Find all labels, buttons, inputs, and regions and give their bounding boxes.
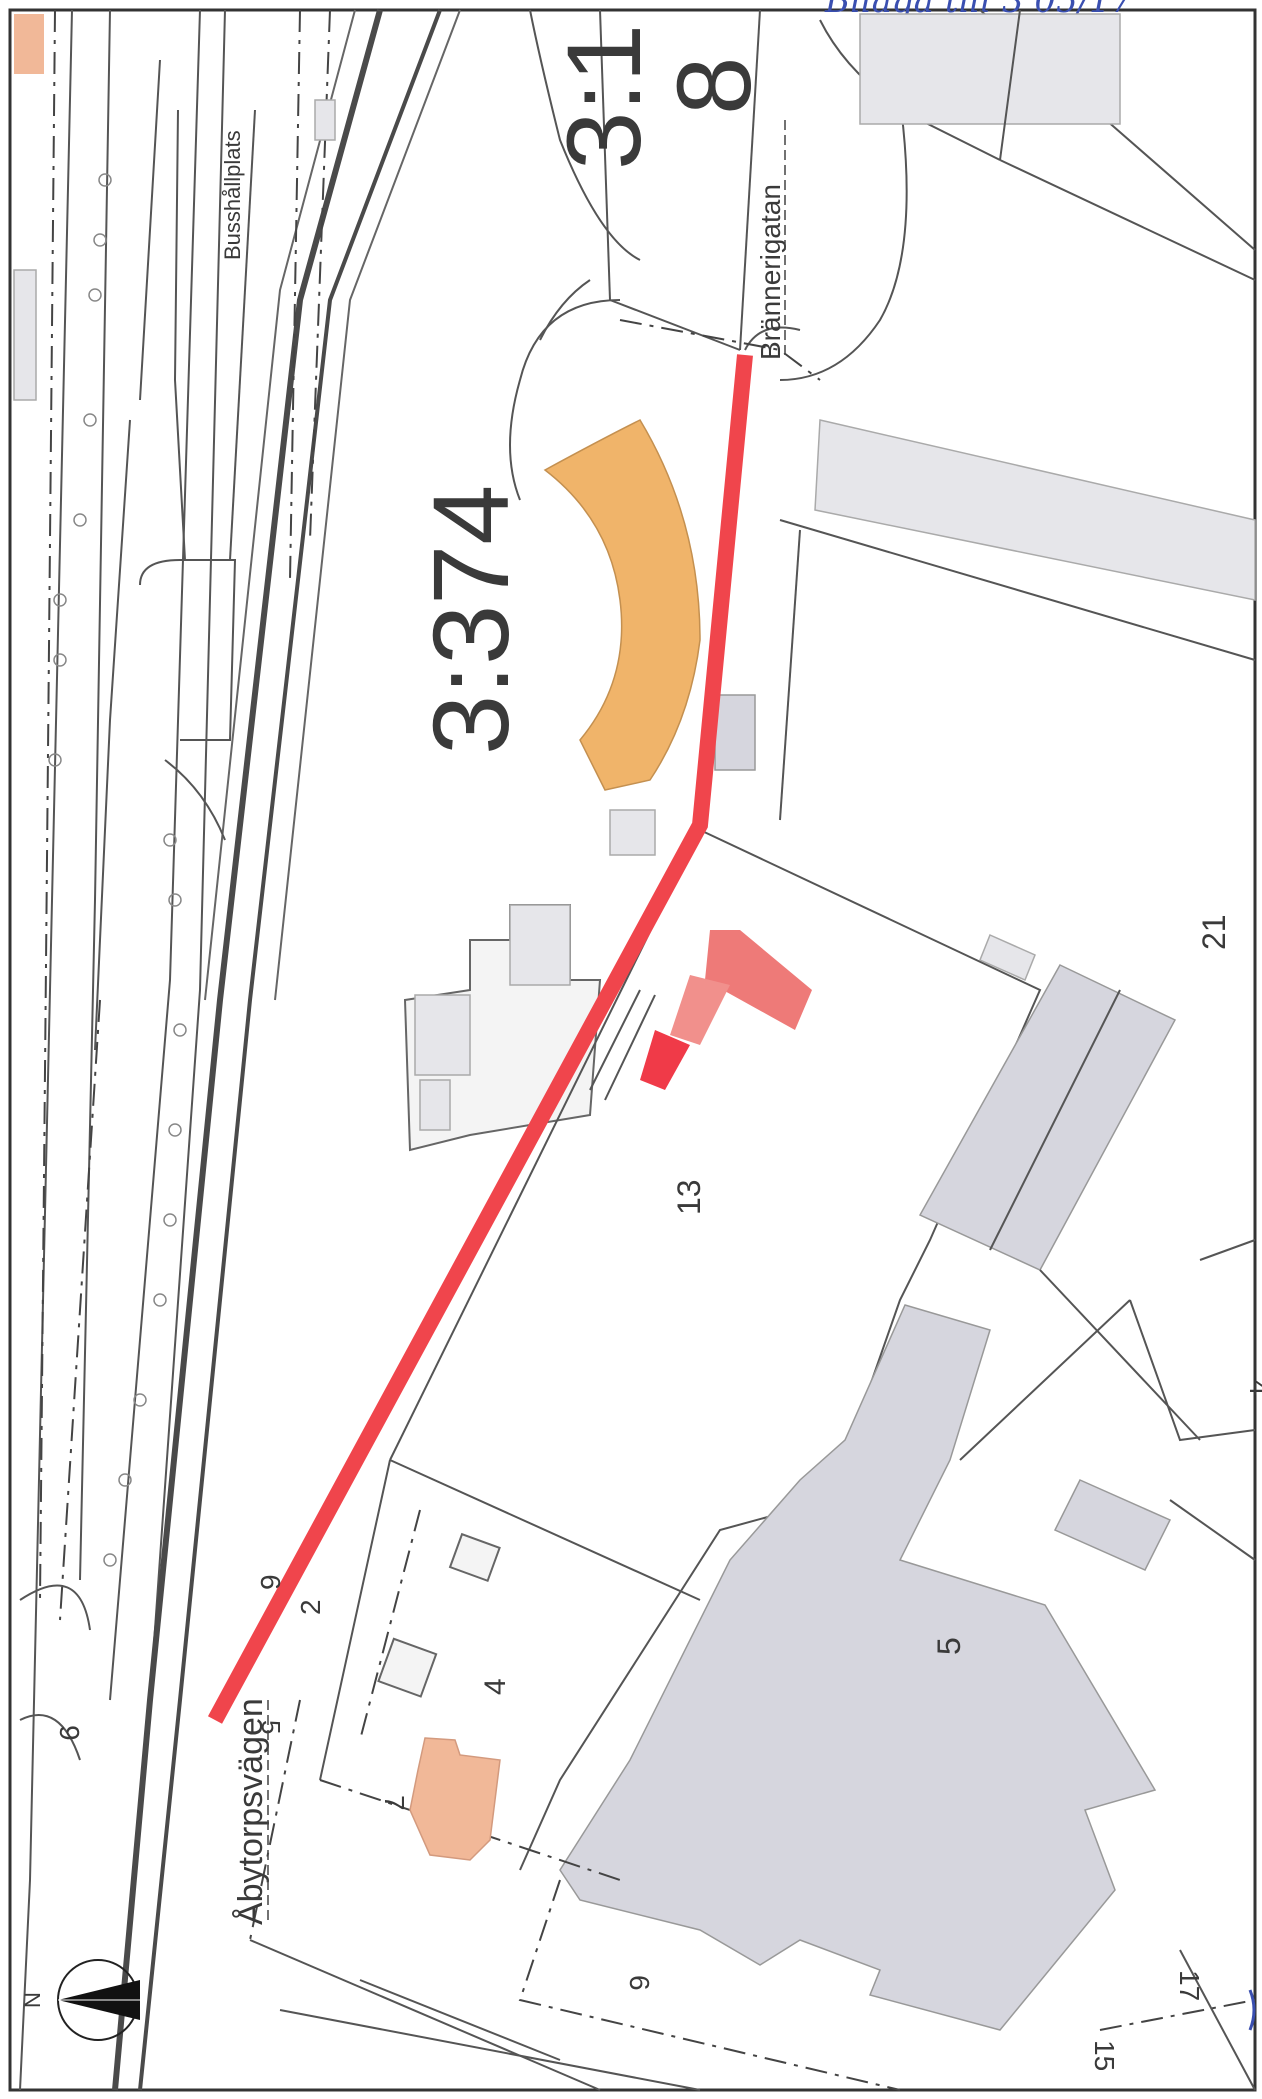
small-building-outline (377, 1637, 438, 1698)
road-markers (48, 173, 187, 1567)
lower-parcels (249, 1239, 1256, 2091)
grey-building-21 (918, 964, 1177, 1271)
block-label-17: 17 (1174, 1970, 1205, 2001)
peach-building (409, 1737, 501, 1861)
block-label-21: 21 (1196, 914, 1232, 950)
route-line (207, 354, 753, 1724)
small-grey-building (1053, 1479, 1172, 1571)
mid-buildings (403, 904, 602, 1152)
block-label-5-small: 5 (256, 1720, 286, 1734)
block-label-2: 2 (295, 1599, 326, 1615)
grey-building-topright (859, 13, 1121, 125)
orange-building (543, 419, 701, 791)
block-label-9: 9 (255, 1574, 286, 1590)
map-frame (8, 8, 1257, 2092)
north-arrow[interactable]: N (20, 1959, 140, 2041)
small-grey-building (13, 269, 37, 401)
property-label-3-374: 3:374 (410, 485, 531, 755)
block-label-13: 13 (671, 1179, 707, 1215)
red-building-small (670, 975, 730, 1045)
grey-building-5 (559, 1304, 1157, 2031)
small-grey-building (714, 694, 756, 771)
small-peach-building (14, 14, 44, 74)
block-label-9-road: 9 (54, 1725, 85, 1741)
top-area (509, 9, 1256, 501)
block-label-4-edge: 4 (1244, 1380, 1262, 1396)
red-building (705, 930, 812, 1030)
block-label-4: 4 (479, 1678, 512, 1695)
edge-mark (1248, 1989, 1256, 2031)
block-label-15: 15 (1089, 2040, 1120, 2071)
bus-stop-label: Busshållplats (220, 130, 245, 260)
small-grey-building (314, 99, 336, 141)
grey-building-21 (979, 933, 1036, 982)
compass-label: N (20, 1992, 45, 2008)
road-lines (19, 9, 461, 2091)
grey-strip-building (814, 419, 1256, 601)
small-building-outline (448, 1532, 501, 1583)
street-label-branneri: Brännerigatan (755, 184, 786, 360)
property-label-3-1: 3:1 (546, 24, 663, 170)
property-label-8: 8 (656, 57, 773, 115)
red-hatched-building (640, 1030, 690, 1090)
small-grey-building (609, 809, 656, 856)
block-label-5: 5 (931, 1637, 967, 1655)
block-label-7: 7 (379, 1795, 410, 1811)
street-label-abytorp: Åbytorpsvägen (232, 1698, 270, 1925)
block-label-6: 6 (624, 1975, 655, 1991)
